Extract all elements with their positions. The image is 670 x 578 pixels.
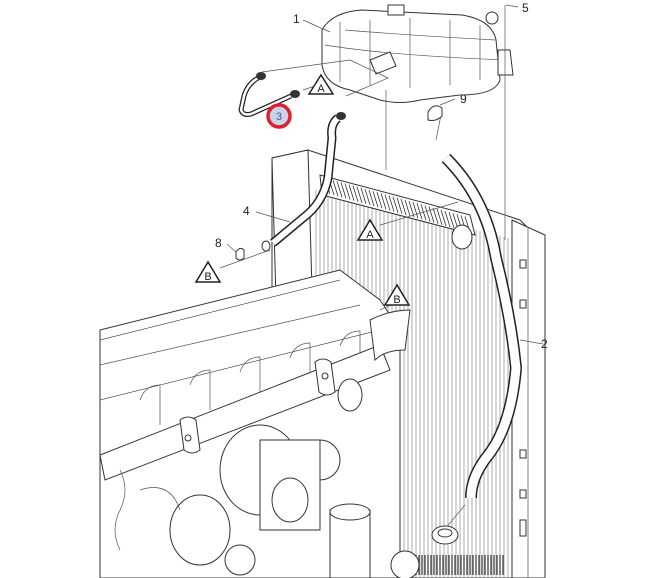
hatch-line — [364, 188, 371, 206]
highlight-callout-3[interactable]: 3 — [266, 103, 292, 129]
hatch-line — [416, 203, 423, 220]
hatch-line — [436, 208, 443, 225]
callout-4[interactable]: 4 — [243, 204, 250, 218]
clamp-part-9 — [427, 105, 443, 121]
hatch-line — [388, 195, 395, 212]
hatch-line — [380, 193, 387, 210]
hatch-line — [340, 182, 347, 199]
callout-3[interactable]: 3 — [276, 111, 282, 123]
hatch-line — [412, 202, 419, 219]
highlight-ring — [266, 103, 292, 129]
engine — [99, 269, 420, 578]
callout-5[interactable]: 5 — [522, 1, 529, 15]
hatch-line — [408, 200, 415, 218]
marker-b-engine-label: B — [393, 294, 400, 306]
top-tank-hatch — [324, 177, 471, 233]
callout-2[interactable]: 2 — [541, 337, 548, 351]
hatch-line — [332, 180, 339, 197]
hatch-line — [396, 197, 403, 214]
hatch-line — [404, 199, 411, 217]
hatch-line — [440, 209, 447, 227]
marker-b-left: B — [194, 260, 222, 283]
hatch-line — [400, 198, 407, 216]
hatch-line — [384, 194, 391, 211]
marker-a-radiator-label: A — [366, 229, 374, 241]
hatch-line — [360, 187, 367, 205]
hatch-line — [352, 185, 359, 202]
expansion-tank — [321, 4, 514, 103]
pipe-part-3 — [238, 72, 300, 117]
clamp-bottom — [431, 525, 459, 545]
marker-a-top-label: A — [317, 83, 325, 95]
hatch-line — [376, 192, 383, 209]
hatch-line — [392, 196, 399, 213]
clamp-part-8 — [235, 247, 245, 261]
hatch-line — [428, 206, 435, 223]
hose-part-2 — [441, 153, 523, 499]
marker-a-top: A — [307, 73, 335, 95]
hatch-line — [336, 181, 343, 198]
marker-b-engine: B — [383, 283, 411, 306]
hatch-line — [444, 210, 451, 228]
hatch-line — [448, 211, 455, 229]
hatch-line — [356, 186, 363, 203]
callout-1[interactable]: 1 — [293, 12, 300, 26]
marker-b-left-label: B — [204, 271, 211, 283]
marker-a-radiator: A — [356, 218, 384, 241]
hatch-line — [372, 191, 379, 208]
hatch-line — [432, 207, 439, 224]
hatch-line — [424, 205, 431, 222]
callout-8[interactable]: 8 — [215, 236, 222, 250]
hatch-line — [348, 184, 355, 201]
hose-part-4 — [261, 112, 346, 252]
hatch-line — [344, 183, 351, 200]
hatch-line — [368, 189, 375, 207]
callout-9[interactable]: 9 — [460, 92, 467, 106]
